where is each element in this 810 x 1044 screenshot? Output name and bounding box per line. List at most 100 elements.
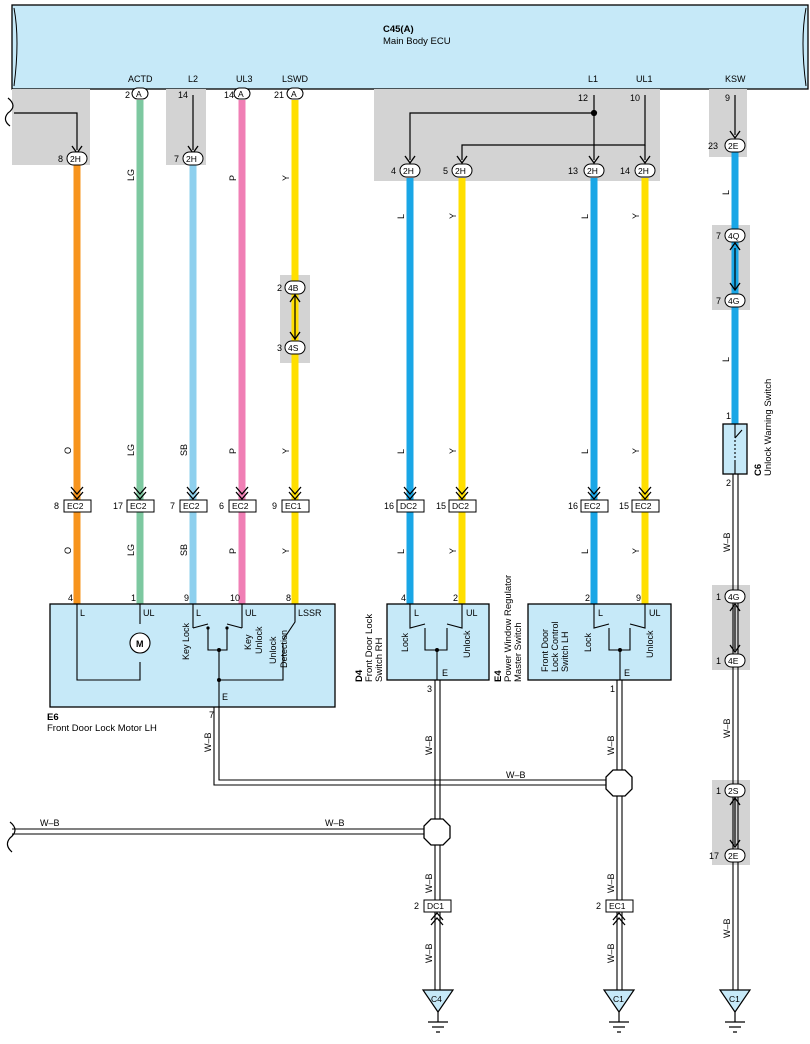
svg-text:2: 2	[125, 90, 130, 100]
svg-text:E6: E6	[47, 712, 59, 723]
ecu-terminal-ksw: KSW	[725, 74, 746, 84]
wire-labels: LG P Y L Y L Y L L O LG SB P Y L Y L Y O…	[63, 169, 731, 556]
svg-text:P: P	[228, 448, 238, 454]
svg-text:1: 1	[610, 684, 615, 694]
svg-text:W–B: W–B	[606, 873, 616, 893]
svg-text:16: 16	[384, 501, 394, 511]
svg-text:8: 8	[58, 154, 63, 164]
splice-points	[423, 769, 633, 846]
svg-text:SB: SB	[179, 444, 189, 456]
svg-text:W–B: W–B	[325, 818, 345, 828]
connector-a-ul3: A	[233, 87, 251, 100]
svg-text:E: E	[442, 668, 448, 678]
inline-ec2-lg: EC2 17	[113, 486, 155, 513]
svg-text:Detection: Detection	[279, 630, 289, 668]
ecu-terminal-l2: L2	[188, 74, 198, 84]
svg-text:6: 6	[219, 501, 224, 511]
connector-4b-4s: 4B 2 4S 3	[277, 280, 306, 355]
svg-text:DC1: DC1	[427, 901, 444, 911]
svg-text:8: 8	[286, 593, 291, 603]
svg-text:9: 9	[272, 501, 277, 511]
svg-text:10: 10	[630, 93, 640, 103]
svg-text:W–B: W–B	[606, 735, 616, 755]
svg-text:Front Door Lock Motor LH: Front Door Lock Motor LH	[47, 723, 157, 734]
svg-text:LG: LG	[126, 169, 136, 181]
svg-text:Switch LH: Switch LH	[560, 631, 570, 672]
svg-text:2: 2	[726, 478, 731, 488]
svg-text:4: 4	[391, 166, 396, 176]
svg-text:3: 3	[277, 343, 282, 353]
svg-text:A: A	[238, 89, 244, 99]
svg-text:9: 9	[725, 93, 730, 103]
svg-text:2: 2	[277, 283, 282, 293]
svg-text:7: 7	[716, 296, 721, 306]
svg-text:10: 10	[230, 593, 240, 603]
break-curve-bottom	[6, 821, 16, 853]
splice-d4	[423, 818, 451, 846]
ecu-ref: C45(A)	[383, 24, 414, 35]
ecu-terminal-lswd: LSWD	[282, 74, 309, 84]
svg-text:15: 15	[619, 501, 629, 511]
svg-text:3: 3	[427, 684, 432, 694]
svg-text:LG: LG	[126, 544, 136, 556]
svg-text:DC2: DC2	[452, 501, 469, 511]
svg-text:L: L	[598, 608, 603, 618]
svg-text:7: 7	[209, 710, 214, 720]
svg-text:2H: 2H	[403, 166, 414, 176]
svg-text:1: 1	[131, 593, 136, 603]
svg-text:Y: Y	[631, 213, 641, 219]
svg-text:Unlock: Unlock	[254, 626, 264, 654]
svg-text:1: 1	[716, 786, 721, 796]
svg-text:C1: C1	[613, 994, 624, 1004]
svg-text:W–B: W–B	[424, 873, 434, 893]
svg-text:L: L	[721, 357, 731, 362]
svg-text:2: 2	[453, 593, 458, 603]
svg-text:SB: SB	[179, 544, 189, 556]
svg-text:7: 7	[170, 501, 175, 511]
svg-text:O: O	[63, 547, 73, 554]
svg-text:Y: Y	[448, 213, 458, 219]
svg-text:4S: 4S	[288, 343, 299, 353]
svg-text:Power Window Regulator: Power Window Regulator	[503, 575, 514, 682]
ecu-terminal-ul3: UL3	[236, 74, 253, 84]
svg-text:L: L	[414, 608, 419, 618]
svg-text:W–B: W–B	[424, 943, 434, 963]
svg-text:9: 9	[636, 593, 641, 603]
connector-a-lswd: A	[286, 87, 304, 100]
svg-text:Front Door: Front Door	[540, 629, 550, 672]
svg-text:W–B: W–B	[722, 718, 732, 738]
svg-text:17: 17	[709, 851, 719, 861]
inline-ec2-o: EC2 8	[54, 486, 92, 513]
svg-text:Unlock: Unlock	[462, 630, 472, 658]
svg-text:C4: C4	[431, 994, 442, 1004]
svg-text:EC2: EC2	[635, 501, 652, 511]
svg-text:2: 2	[414, 901, 419, 911]
svg-text:EC2: EC2	[584, 501, 601, 511]
ground-c1-a: C1	[602, 989, 636, 1033]
svg-text:Unlock: Unlock	[268, 636, 278, 664]
svg-text:L: L	[580, 214, 590, 219]
svg-text:L: L	[396, 214, 406, 219]
svg-text:L: L	[580, 449, 590, 454]
svg-text:1: 1	[716, 592, 721, 602]
svg-text:Front Door Lock: Front Door Lock	[364, 614, 375, 682]
svg-text:2S: 2S	[728, 786, 739, 796]
svg-text:14: 14	[620, 166, 630, 176]
ecu-terminal-l1: L1	[588, 74, 598, 84]
svg-text:2E: 2E	[728, 141, 739, 151]
svg-text:Switch RH: Switch RH	[374, 638, 385, 682]
svg-text:16: 16	[568, 501, 578, 511]
svg-text:C1: C1	[729, 994, 740, 1004]
svg-text:L: L	[80, 608, 85, 618]
ecu-name: Main Body ECU	[383, 36, 451, 47]
connector-4q-4g: 4Q 7 4G 7	[716, 228, 746, 308]
svg-text:2H: 2H	[638, 166, 649, 176]
connectors-2h: 2H 8 2H 7 2H 4 2H 5 2H 13 2H 14 2E 23	[58, 130, 746, 178]
svg-text:UL: UL	[649, 608, 661, 618]
svg-text:W–B: W–B	[722, 532, 732, 552]
svg-text:Y: Y	[448, 448, 458, 454]
svg-text:Key Lock: Key Lock	[181, 622, 191, 660]
ground-c4: C4	[421, 989, 455, 1033]
connectors-lower-right: 4G 1 4E 1 2S 1 2E 17	[709, 589, 746, 863]
svg-text:A: A	[291, 89, 297, 99]
